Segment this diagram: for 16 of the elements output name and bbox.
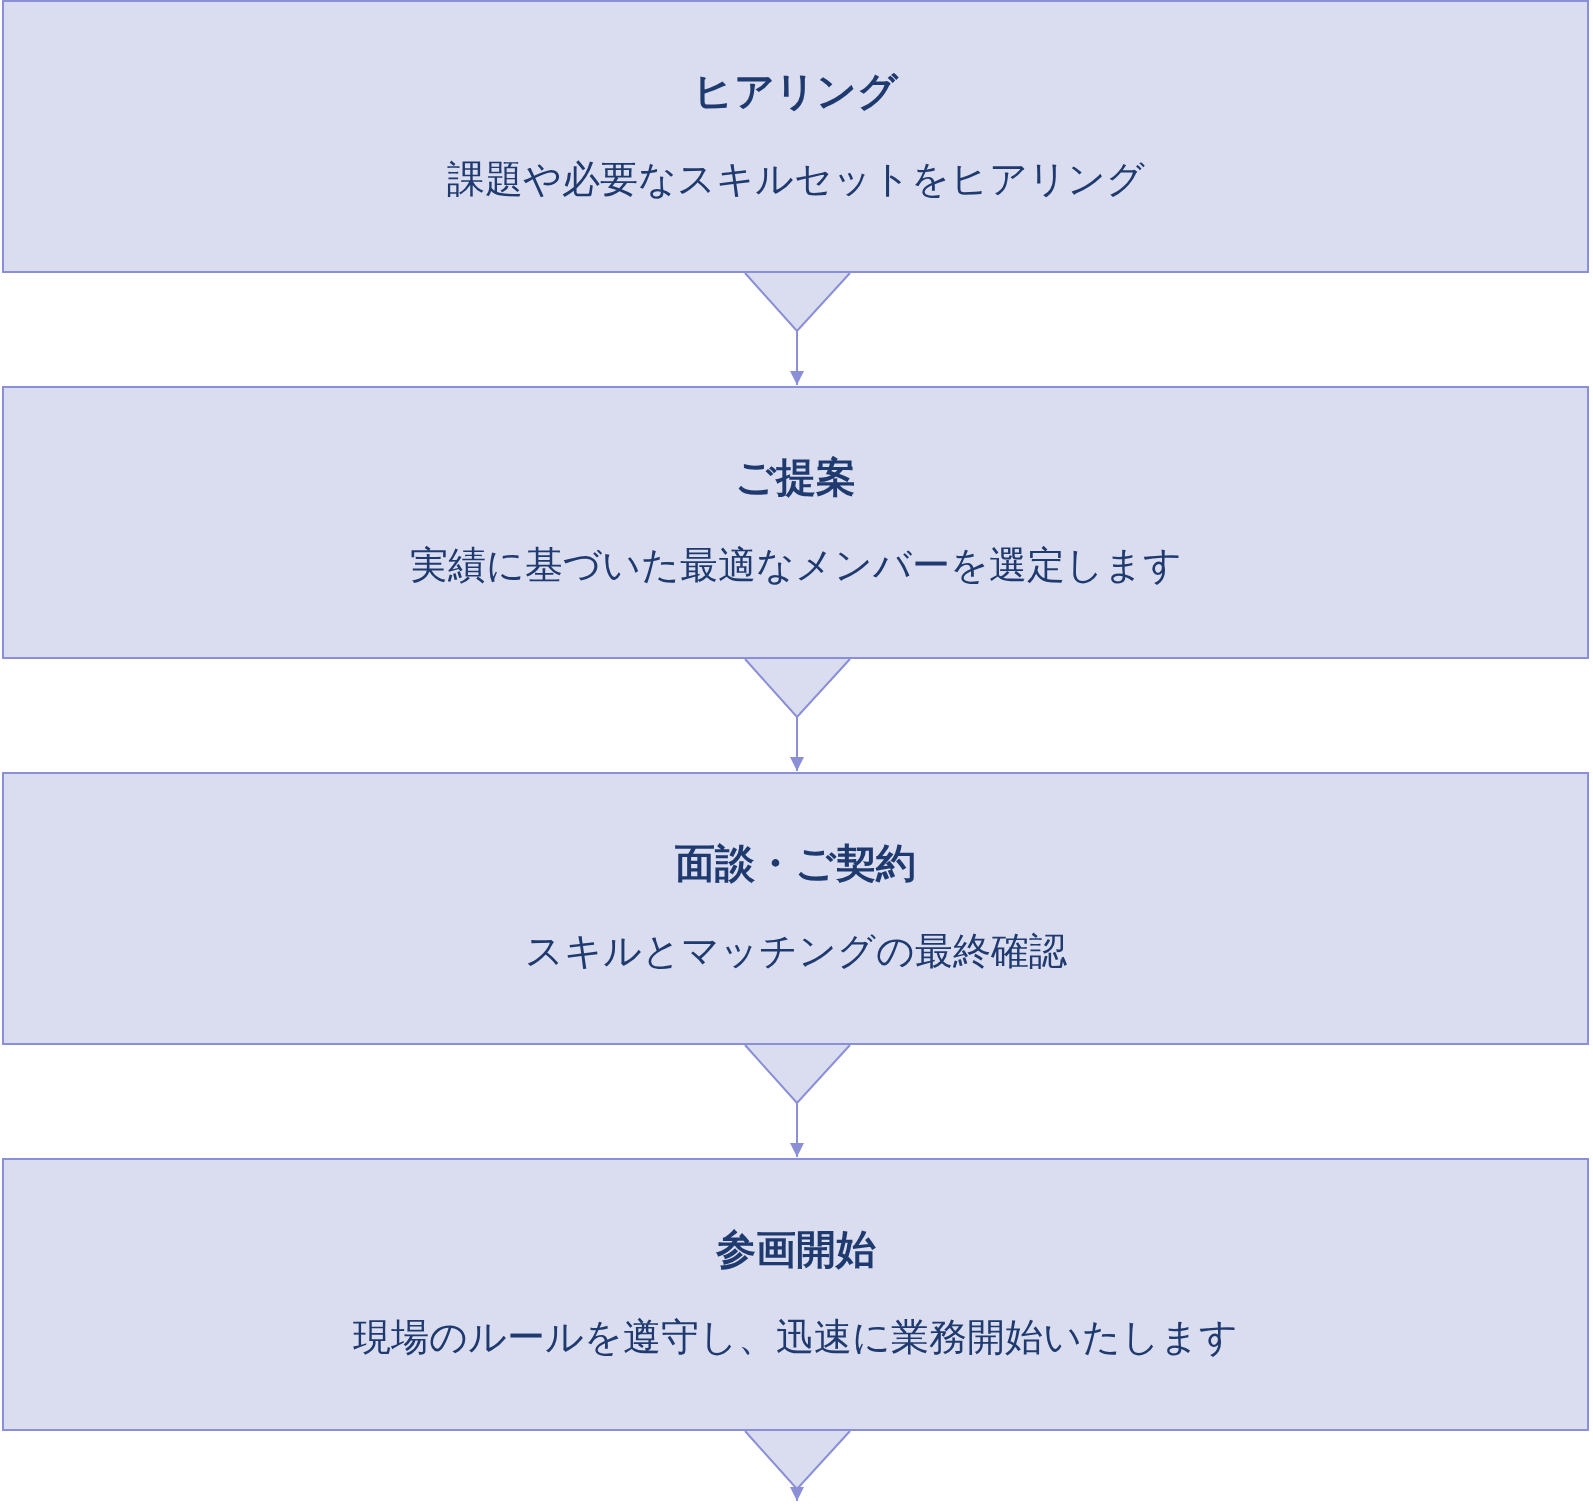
step-box — [2, 772, 1589, 1045]
step-title: 参画開始 — [715, 1225, 876, 1274]
step-title: 面談・ご契約 — [675, 839, 916, 888]
step-description: 現場のルールを遵守し、迅速に業務開始いたします — [353, 1314, 1238, 1361]
step-title: ご提案 — [735, 453, 856, 502]
step-box — [2, 386, 1589, 659]
arrow — [744, 1044, 851, 1158]
arrow — [744, 1430, 851, 1502]
step-description: 実績に基づいた最適なメンバーを選定します — [409, 542, 1182, 589]
arrow — [744, 658, 851, 772]
step-title: ヒアリング — [693, 67, 898, 116]
arrow — [744, 272, 851, 386]
step-box — [2, 1158, 1589, 1431]
step-description: スキルとマッチングの最終確認 — [524, 928, 1067, 975]
step-description: 課題や必要なスキルセットをヒアリング — [446, 156, 1145, 203]
step-box — [2, 0, 1589, 273]
